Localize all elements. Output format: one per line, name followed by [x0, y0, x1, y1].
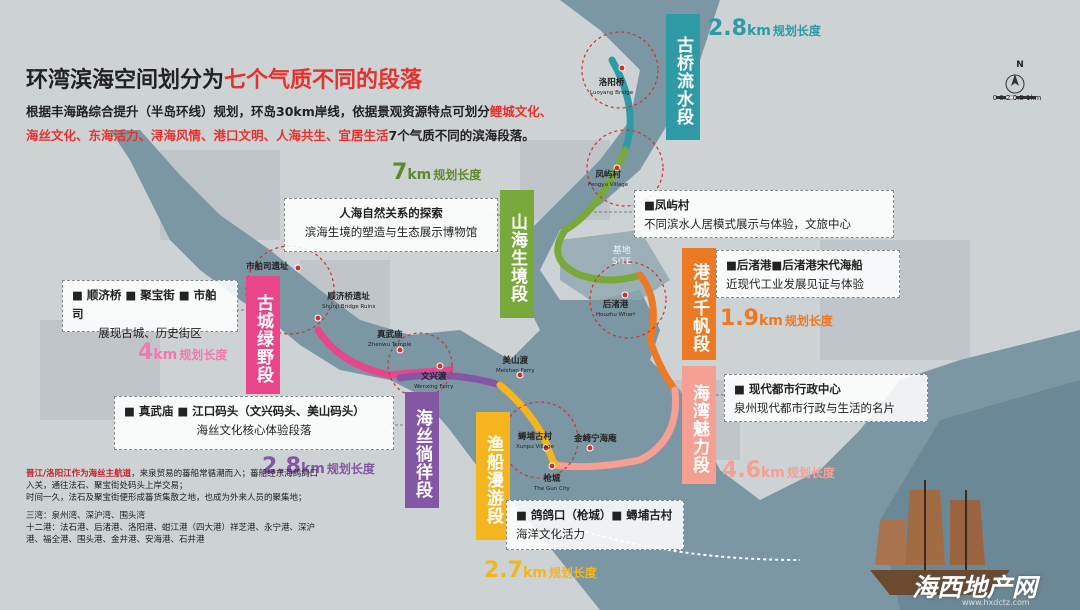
box-houzhu-title: ■后渚港■后渚港宋代海船	[726, 258, 863, 272]
box-houzhu: ■后渚港■后渚港宋代海船 近现代工业发展见证与体验	[716, 250, 900, 298]
title-prefix: 环湾滨海空间划分为	[26, 68, 225, 93]
box-fengyu-desc: 不同滨水人居模式展示与体验，文旅中心	[644, 217, 851, 231]
box-fishing-title: ■ 鸽鸽口（枪城）■ 蟳埔古村	[516, 508, 673, 522]
intro-line1: 根据丰海路综合提升（半岛环线）规划，环岛30km岸线，依据景观资源特点可划分	[26, 104, 490, 119]
north-arrow-icon	[1005, 74, 1025, 94]
label-jinqi: 金崎宁海庵	[574, 434, 617, 444]
note-p2: 时间一久，法石及聚宝街便形成蕃货集散之地，也成为外来人员的聚集地；	[26, 493, 307, 503]
watermark-logo: 海西地产网	[912, 573, 1038, 602]
box-maritime: ■ 真武庙 ■ 江口码头（文兴码头、美山码头） 海丝文化核心体验段落	[114, 396, 394, 450]
scale-legend: N 0 0.2 0.5 1km	[992, 60, 1052, 102]
box-oldcity-title: ■ 顺济桥 ■ 聚宝街 ■ 市舶司	[72, 288, 217, 321]
segment-tab-haiwan: 海湾魅力段	[682, 366, 716, 484]
box-fishing-desc: 海洋文化活力	[516, 527, 585, 541]
intro-line2-red: 海丝文化、东海活力、浔海风情、港口文明、人海共生、宜居生活	[26, 128, 389, 143]
intro-line2-end: 7个气质不同的滨海段落。	[388, 128, 535, 143]
box-admin-desc: 泉州现代都市行政与生活的名片	[734, 401, 895, 415]
title-highlight: 七个气质不同的段落	[224, 68, 423, 93]
box-ecology: 人海自然关系的探索 滨海生境的塑造与生态展示博物馆	[284, 198, 498, 252]
north-label: N	[1016, 60, 1024, 70]
box-maritime-desc: 海丝文化核心体验段落	[196, 423, 312, 437]
box-fengyu: ■凤屿村 不同滨水人居模式展示与体验，文旅中心	[634, 190, 894, 238]
segment-tab-yuchuan: 渔船漫游段	[476, 412, 510, 540]
segment-tab-haisi: 海丝徜徉段	[405, 392, 439, 508]
segment-tab-guqiao: 古桥流水段	[666, 14, 700, 140]
label-shibosi: 市舶司遗址	[246, 262, 289, 272]
segment-tab-shanhai: 山海生境段	[500, 190, 534, 318]
page-title: 环湾滨海空间划分为七个气质不同的段落	[26, 62, 422, 94]
scale-ticks: 0 0.2 0.5 1km	[992, 94, 1042, 102]
intro-line1-red: 鲤城文化、	[489, 104, 553, 119]
watermark-url: www.hxdctz.com	[962, 598, 1030, 607]
note-red: 晋江/洛阳江作为海丝主航道	[26, 469, 132, 479]
box-fishing: ■ 鸽鸽口（枪城）■ 蟳埔古村 海洋文化活力	[506, 500, 684, 550]
segment-tab-gangcheng: 港城千帆段	[682, 248, 716, 360]
box-ecology-desc: 滨海生境的塑造与生态展示博物馆	[304, 225, 478, 239]
history-note: 晋江/洛阳江作为海丝主航道，来泉贸易的蕃船常循潮而入；蕃船经东海鸽鸽口入关，通往…	[26, 468, 326, 546]
box-admin: ■ 现代都市行政中心 泉州现代都市行政与生活的名片	[724, 374, 928, 422]
note-p1: ，来泉贸易的蕃船常循潮而入；蕃船经东海鸽鸽口入关，通往法石、聚宝街处码头上岸交易…	[26, 469, 319, 491]
box-fengyu-title: ■凤屿村	[644, 198, 690, 212]
note-p4: 十二港：法石港、后渚港、洛阳港、蚶江港（四大港）祥芝港、永宁港、深沪港、福全港、…	[26, 523, 316, 545]
box-oldcity: ■ 顺济桥 ■ 聚宝街 ■ 市舶司 展现古城、历史街区	[62, 280, 238, 340]
box-admin-title: ■ 现代都市行政中心	[734, 382, 841, 396]
note-p3: 三湾：泉州湾、深沪湾、围头湾	[26, 511, 146, 521]
scale-bar	[996, 95, 1036, 100]
box-houzhu-desc: 近现代工业发展见证与体验	[726, 277, 864, 291]
intro-text: 根据丰海路综合提升（半岛环线）规划，环岛30km岸线，依据景观资源特点可划分鲤城…	[26, 100, 646, 148]
box-maritime-title: ■ 真武庙 ■ 江口码头（文兴码头、美山码头）	[124, 404, 365, 418]
segment-tab-gucheng: 古城绿野段	[246, 276, 280, 394]
junk-boat-icon	[870, 480, 1010, 595]
box-oldcity-desc: 展现古城、历史街区	[98, 326, 202, 340]
box-ecology-title: 人海自然关系的探索	[339, 206, 443, 220]
